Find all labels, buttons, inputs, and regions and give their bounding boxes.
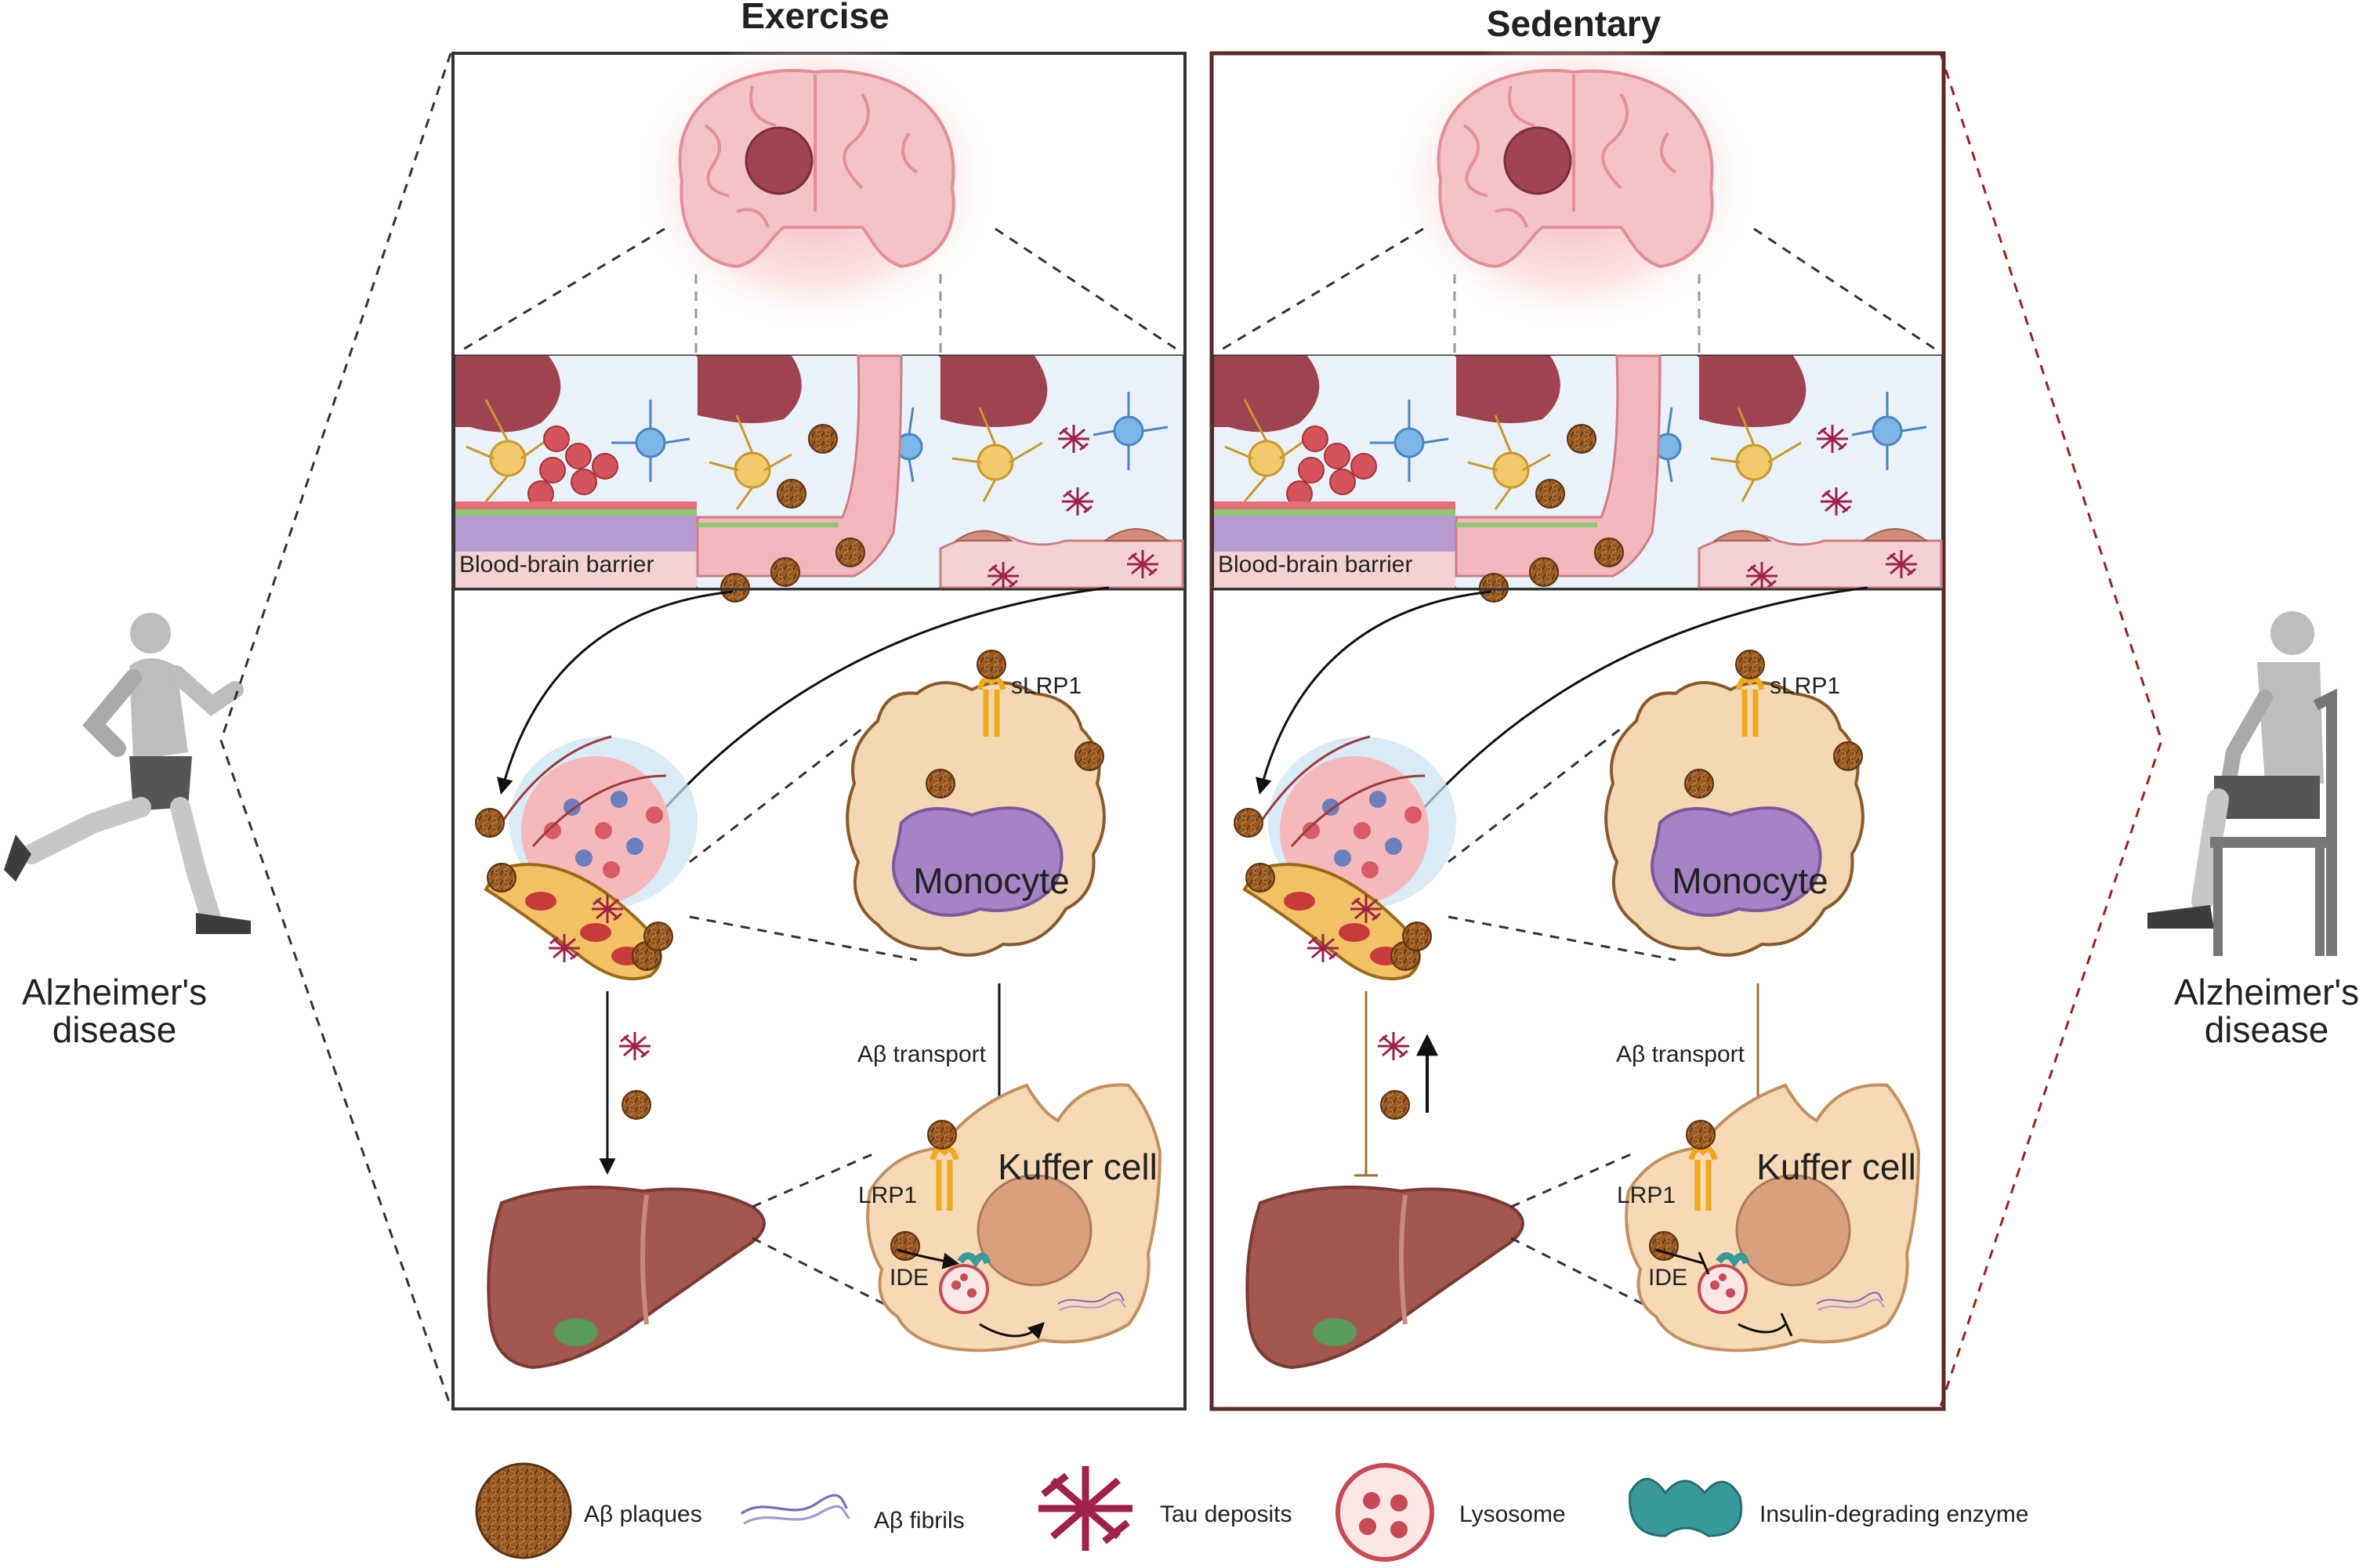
transport-label: Aβ transport [1616,1041,1745,1067]
lrp1-label: LRP1 [858,1182,917,1208]
lrp1-label: LRP1 [1617,1182,1676,1208]
exercise-panel-title: Exercise [741,0,889,36]
sitting-figure [2147,611,2337,956]
legend-label: Insulin-degrading enzyme [1759,1501,2029,1527]
sedentary-panel: Sedentary [1209,3,1946,1411]
amyloid-plaque-icon [475,1462,572,1559]
blood-vessel-cluster [484,735,698,981]
brain-illustration [635,31,995,329]
legend-item-ide: Insulin-degrading enzyme [1629,1478,2029,1537]
legend-item-plaques: Aβ plaques [475,1462,702,1559]
bbb-label: Blood-brain barrier [1218,552,1412,578]
legend-label: Lysosome [1459,1501,1566,1527]
right-disease-label-line2: disease [2205,1009,2329,1050]
slrp1-label: sLRP1 [1770,673,1840,699]
slrp1-label: sLRP1 [1011,673,1082,699]
slrp1-receptor [1735,676,1765,737]
tau-deposit-icon [1038,1466,1132,1551]
lysosome [939,1264,989,1314]
left-zoom-lines [219,53,452,1407]
left-disease-label-line2: disease [53,1009,177,1050]
left-disease-label-line1: Alzheimer's [22,972,207,1012]
amyloid-fibril-icon [740,1494,851,1525]
blood-vessel-cluster [1242,735,1456,981]
legend-label: Tau deposits [1160,1501,1292,1527]
liver-illustration [1245,1186,1524,1370]
brain-plaque-core [1503,126,1572,195]
lrp1-receptor [1688,1146,1718,1211]
kupffer-cell [866,1083,1162,1353]
transport-label: Aβ transport [857,1041,987,1067]
blood-brain-barrier-strip [454,354,1184,589]
kupffer-cell [1625,1083,1921,1353]
lysosome [1698,1264,1748,1314]
ide-enzyme [957,1252,991,1269]
liver-illustration [487,1186,766,1370]
right-disease-label-line1: Alzheimer's [2174,972,2359,1012]
brain-illustration [1393,31,1754,329]
exercise-panel: Exercise [451,0,1187,1410]
lysosome-icon [1335,1463,1434,1562]
insulin-degrading-enzyme-icon [1629,1478,1743,1537]
bbb-label: Blood-brain barrier [459,552,654,578]
ide-label: IDE [1648,1265,1687,1291]
monocyte-cell [1604,681,1864,957]
kupffer-label: Kuffer cell [998,1146,1158,1187]
brain-plaque-core [745,126,814,195]
lrp1-receptor [930,1146,959,1211]
legend-label: Aβ plaques [584,1501,702,1527]
monocyte-cell [846,681,1106,957]
right-zoom-lines [1939,53,2163,1407]
slrp1-receptor [977,676,1006,737]
legend-item-lysosome: Lysosome [1335,1463,1566,1562]
legend-item-fibrils: Aβ fibrils [740,1494,965,1534]
kupffer-label: Kuffer cell [1756,1146,1916,1187]
legend-item-tau: Tau deposits [1038,1466,1292,1551]
monocyte-label: Monocyte [913,860,1069,901]
monocyte-label: Monocyte [1672,860,1828,901]
legend: Aβ plaques Aβ fibrils Tau deposits Lysos… [475,1462,2029,1562]
ide-enzyme [1716,1252,1750,1269]
ide-label: IDE [890,1265,929,1291]
runner-figure [4,613,251,934]
legend-label: Aβ fibrils [874,1508,965,1534]
